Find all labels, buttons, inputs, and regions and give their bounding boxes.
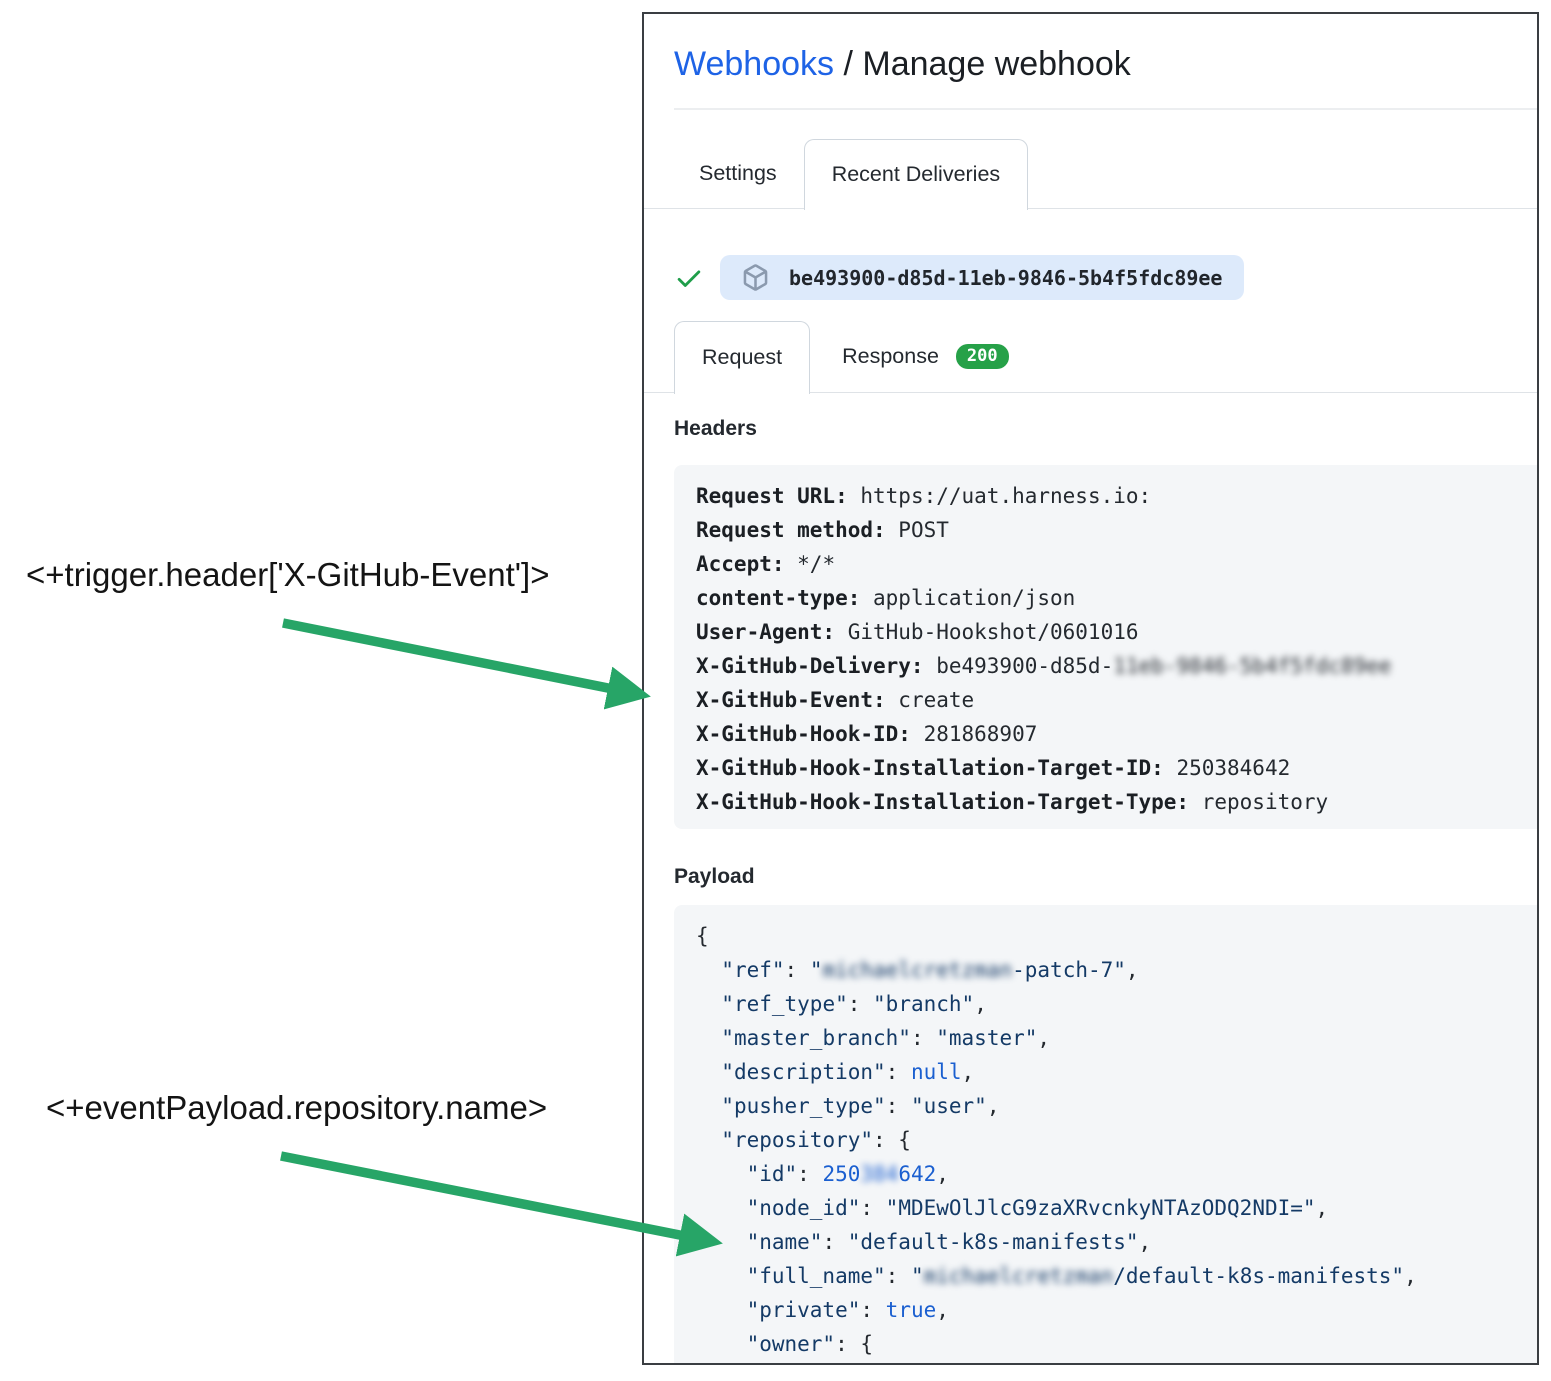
tab-request[interactable]: Request <box>674 321 811 394</box>
delivery-id-pill[interactable]: be493900-d85d-11eb-9846-5b4f5fdc89ee <box>720 255 1245 300</box>
request-response-tab-bar: Request Response 200 <box>644 321 1537 394</box>
payload-line: { <box>696 924 709 948</box>
webhooks-breadcrumb-link[interactable]: Webhooks <box>674 45 835 83</box>
header-line: X-GitHub-Event: create <box>696 688 975 712</box>
manage-webhook-panel: Webhooks / Manage webhook Settings Recen… <box>642 12 1539 1365</box>
header-line: Accept: */* <box>696 552 836 576</box>
annotation-trigger-header-expression: <+trigger.header['X-GitHub-Event']> <box>26 556 550 593</box>
payload-line: "full_name": "michaelcretzman/default-k8… <box>746 1264 1417 1288</box>
page-title: Webhooks / Manage webhook <box>674 42 1537 86</box>
package-icon <box>742 264 769 291</box>
delivery-row: be493900-d85d-11eb-9846-5b4f5fdc89ee <box>674 255 1537 300</box>
payload-line: "ref_type": "branch", <box>721 992 987 1016</box>
payload-section-title: Payload <box>674 865 755 888</box>
header-line: Request method: POST <box>696 518 949 542</box>
header-line: content-type: application/json <box>696 586 1076 610</box>
payload-line: "master_branch": "master", <box>721 1026 1051 1050</box>
tab-response-label: Response <box>842 344 939 368</box>
header-line: X-GitHub-Delivery: be493900-d85d-11eb-98… <box>696 654 1392 678</box>
breadcrumb-separator: / <box>834 45 863 83</box>
annotation-event-payload-expression: <+eventPayload.repository.name> <box>46 1089 548 1126</box>
payload-line: "description": null, <box>721 1060 975 1084</box>
breadcrumb-current: Manage webhook <box>862 45 1131 83</box>
check-icon <box>674 263 704 293</box>
payload-line: "owner": { <box>746 1332 874 1356</box>
payload-line: "repository": { <box>721 1128 911 1152</box>
payload-line: "private": true, <box>746 1298 949 1322</box>
delivery-id: be493900-d85d-11eb-9846-5b4f5fdc89ee <box>789 265 1223 290</box>
payload-line: "ref": "michaelcretzman-patch-7", <box>721 958 1139 982</box>
payload-line: "pusher_type": "user", <box>721 1094 1000 1118</box>
payload-line: "node_id": "MDEwOlJlcG9zaXRvcnkyNTAzODQ2… <box>746 1196 1329 1220</box>
headers-section-title: Headers <box>674 417 757 440</box>
header-line: X-GitHub-Hook-Installation-Target-Type: … <box>696 790 1329 814</box>
arrow-to-x-github-event <box>282 618 651 710</box>
main-tab-bar: Settings Recent Deliveries <box>644 139 1537 210</box>
header-line: User-Agent: GitHub-Hookshot/0601016 <box>696 620 1139 644</box>
header-line: X-GitHub-Hook-ID: 281868907 <box>696 722 1038 746</box>
tab-recent-deliveries[interactable]: Recent Deliveries <box>803 139 1029 210</box>
tab-settings[interactable]: Settings <box>699 161 777 185</box>
header-line: Request URL: https://uat.harness.io: <box>696 484 1152 508</box>
response-status-badge: 200 <box>955 344 1009 369</box>
payload-code-block: { "ref": "michaelcretzman-patch-7", "ref… <box>674 905 1537 1363</box>
header-line: X-GitHub-Hook-Installation-Target-ID: 25… <box>696 756 1291 780</box>
title-divider <box>674 108 1537 110</box>
headers-code-block: Request URL: https://uat.harness.io: Requ… <box>674 465 1537 829</box>
tab-response[interactable]: Response 200 <box>815 321 1036 392</box>
payload-line: "id": 250384642, <box>746 1162 949 1186</box>
payload-line: "name": "default-k8s-manifests", <box>746 1230 1152 1254</box>
